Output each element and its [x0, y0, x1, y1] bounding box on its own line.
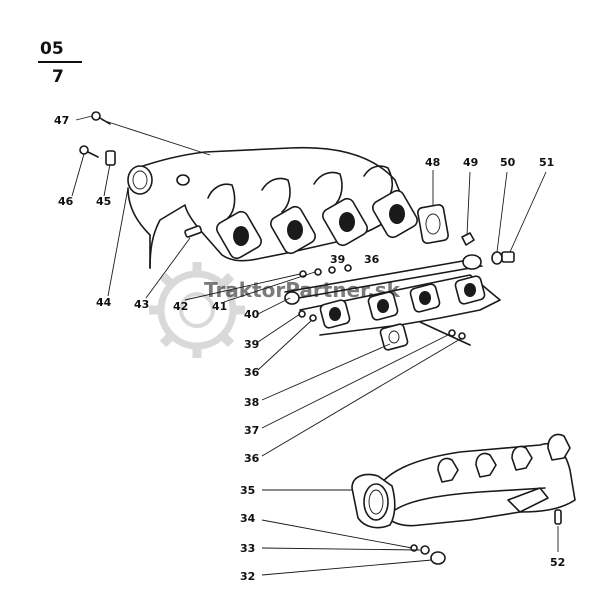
washer-37: [448, 329, 456, 337]
sheet-sub: 7: [52, 67, 64, 87]
washer-33: [420, 545, 430, 555]
callout-36-top: 36: [364, 253, 380, 266]
washer-39: [298, 310, 306, 318]
nut-36: [309, 314, 317, 322]
callout-37: 37: [244, 424, 259, 437]
callout-52: 52: [550, 556, 565, 569]
callout-44: 44: [96, 296, 112, 309]
callout-33: 33: [240, 542, 255, 555]
callout-48: 48: [425, 156, 440, 169]
exhaust-pipe-middle: [284, 254, 501, 351]
manifold-port-1: [207, 183, 262, 260]
manifold-port-4: [363, 165, 418, 239]
exhaust-manifold-lower: [351, 433, 576, 565]
leader-lines: [71, 115, 559, 576]
bolt-52: [554, 509, 562, 525]
callout-36-lower: 36: [244, 452, 260, 465]
callout-40: 40: [244, 308, 260, 321]
bolt-47: [91, 111, 111, 125]
bolt-32: [430, 551, 446, 565]
callout-labels: 47 46 45 44 43 42 41 40 39 36 38 37 36 3…: [54, 114, 565, 583]
callout-46: 46: [58, 195, 74, 208]
bolt-46: [79, 145, 99, 158]
callout-51: 51: [539, 156, 554, 169]
watermark-gear-icon: [157, 270, 237, 350]
callout-35: 35: [240, 484, 255, 497]
callout-36: 36: [244, 366, 260, 379]
washer-50: [491, 251, 503, 265]
washer-39-top: [328, 266, 336, 274]
callout-49: 49: [463, 156, 478, 169]
nut-49: [461, 232, 475, 246]
sheet-number: 05: [40, 39, 64, 59]
callout-39-top: 39: [330, 253, 345, 266]
callout-43: 43: [134, 298, 149, 311]
callout-41: 41: [212, 300, 227, 313]
nut-36-top: [344, 264, 352, 272]
clip-45: [105, 150, 116, 166]
manifold-port-2: [261, 177, 316, 255]
manifold-port-3: [313, 171, 368, 247]
callout-47: 47: [54, 114, 69, 127]
callout-38: 38: [244, 396, 259, 409]
manifold-pipe-opening: [127, 165, 153, 195]
callout-39: 39: [244, 338, 259, 351]
plug-51: [501, 251, 515, 263]
callout-45: 45: [96, 195, 111, 208]
exhaust-manifold-upper: [127, 146, 418, 269]
callout-50: 50: [500, 156, 516, 169]
callout-32: 32: [240, 570, 255, 583]
gasket-48: [417, 204, 449, 244]
nut-36-lower: [458, 332, 466, 340]
callout-34: 34: [240, 512, 256, 525]
callout-42: 42: [173, 300, 188, 313]
washer-41: [314, 268, 322, 276]
